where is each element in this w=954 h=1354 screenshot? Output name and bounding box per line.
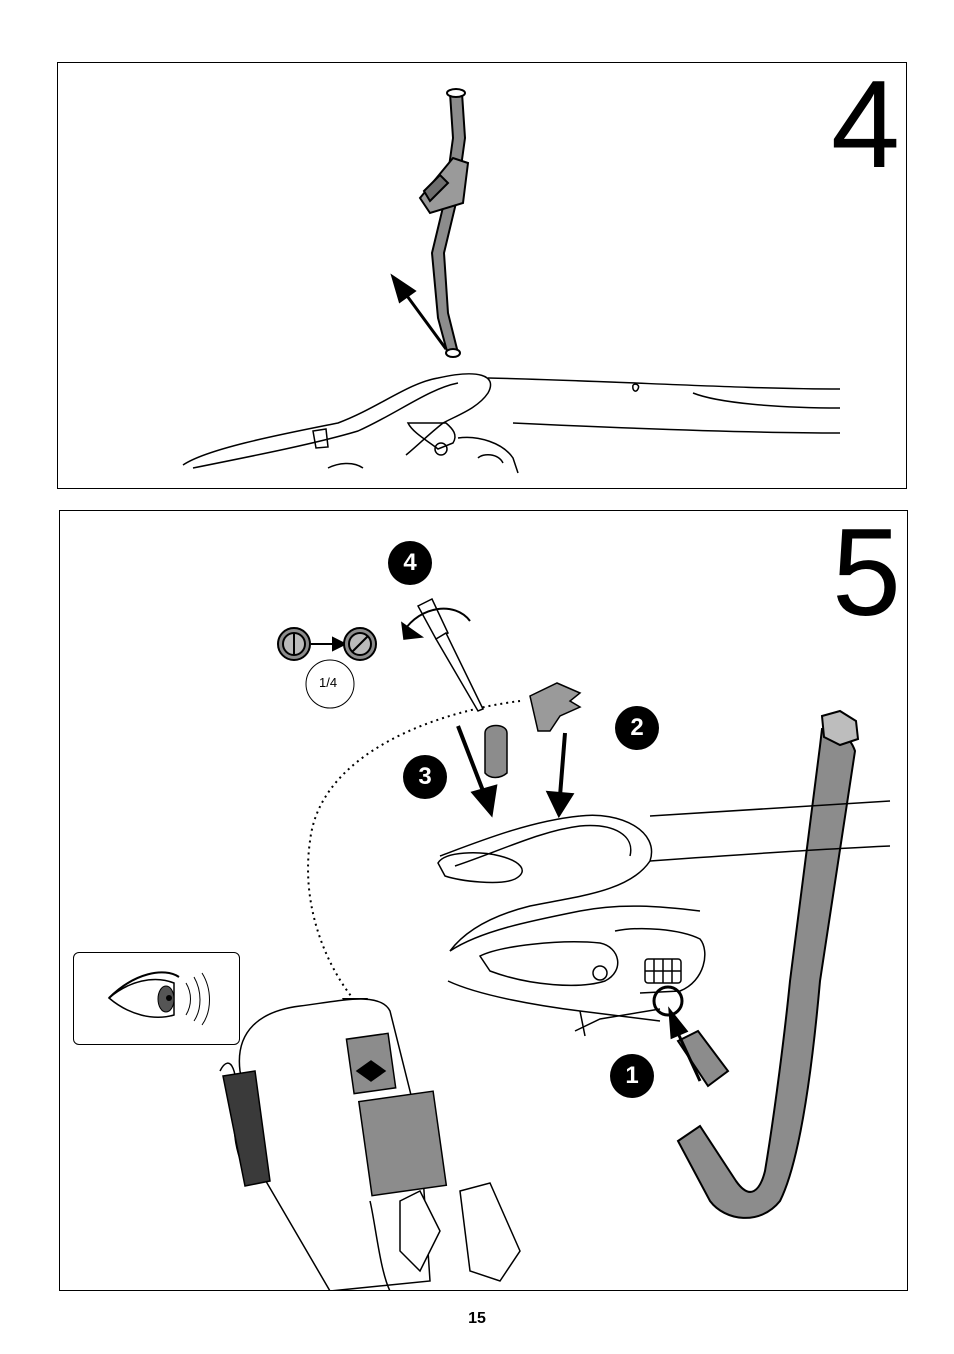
step-4-illustration (58, 63, 907, 489)
eye-check-inset (73, 952, 240, 1045)
callout-3: 3 (403, 755, 447, 799)
slot-screw-icon (278, 628, 376, 708)
frame-outline (183, 374, 840, 473)
quarter-turn-label: 1/4 (319, 675, 337, 690)
step-5-illustration (60, 511, 908, 1291)
clamp-closeup (220, 999, 520, 1291)
callout-4: 4 (388, 541, 432, 585)
end-cap-parts (485, 683, 580, 778)
eye-icon (74, 953, 239, 1044)
step-5-panel: 5 (59, 510, 908, 1291)
insert-arrows (458, 726, 571, 814)
page-number: 15 (0, 1310, 954, 1328)
screwdriver-icon (402, 599, 483, 711)
handlebar-tube (678, 711, 858, 1218)
callout-1: 1 (610, 1054, 654, 1098)
step-4-panel: 4 (57, 62, 907, 489)
callout-2: 2 (615, 706, 659, 750)
handlebar-tube (420, 89, 468, 357)
